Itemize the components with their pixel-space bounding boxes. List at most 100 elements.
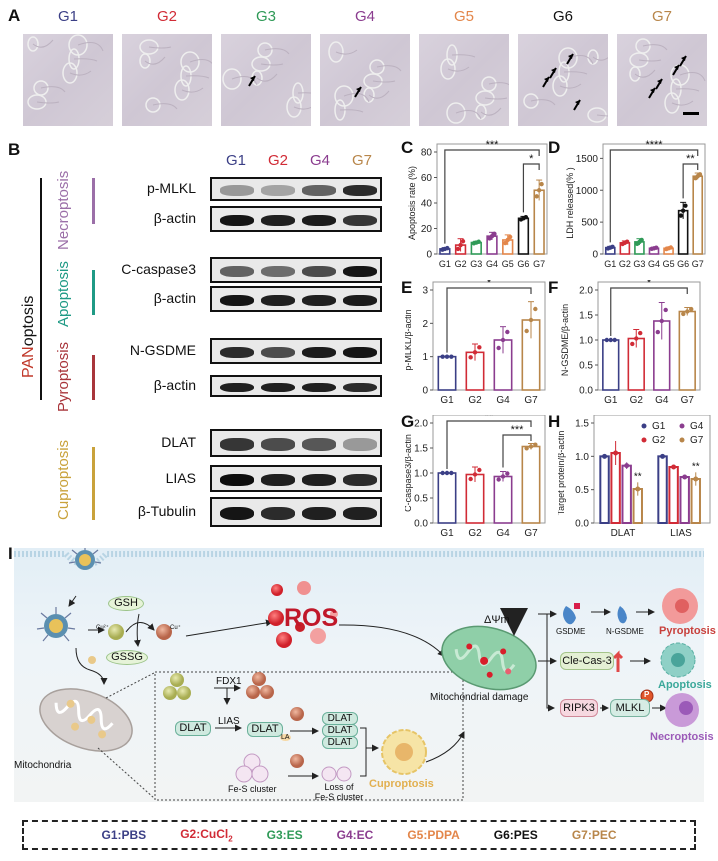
- data-point: [693, 476, 699, 482]
- blot-band: [220, 438, 254, 451]
- micrograph-g6: [518, 34, 608, 126]
- blot-band: [302, 382, 336, 393]
- micrograph-label-g5: G5: [453, 8, 474, 25]
- micrograph-g7: [617, 34, 707, 126]
- blot-strip: [210, 257, 382, 283]
- panel-label-c: C: [401, 138, 414, 157]
- data-point: [477, 467, 482, 473]
- blot-band: [220, 294, 254, 307]
- blot-band: [302, 265, 336, 278]
- legend-item-g2: G2:CuCl2: [180, 827, 232, 843]
- blot-band: [302, 346, 336, 359]
- y-tick-label: 80: [421, 148, 433, 159]
- data-point: [634, 336, 639, 341]
- pathway-label-apoptosis: Apoptosis: [55, 261, 72, 327]
- significance-mark: **: [692, 461, 700, 472]
- x-tick-label: G3: [633, 259, 645, 269]
- blot-band: [261, 185, 295, 196]
- necroptosis-cell-icon: [665, 693, 699, 727]
- y-tick-label: 1500: [576, 154, 599, 165]
- x-tick-label: G1: [440, 528, 454, 539]
- lias-label: LIAS: [218, 716, 240, 727]
- data-point: [449, 470, 454, 476]
- blot-band: [343, 265, 377, 278]
- blot-label: β-actin: [153, 377, 196, 393]
- blot-band: [261, 506, 295, 520]
- data-point: [668, 245, 674, 250]
- data-point: [468, 355, 473, 360]
- x-tick-label: G1: [439, 259, 451, 269]
- significance-bracket: [446, 287, 532, 353]
- data-point: [654, 245, 659, 250]
- blot-band: [220, 214, 254, 227]
- data-point: [610, 244, 615, 250]
- fe-s-cluster-icon: [235, 753, 269, 783]
- x-tick-label: G1: [440, 395, 454, 406]
- blot-band: [261, 346, 295, 359]
- data-point: [440, 470, 445, 476]
- y-tick-label: 1.5: [575, 419, 589, 430]
- data-point: [524, 328, 529, 334]
- x-tick-label: G2: [468, 395, 482, 406]
- x-tick-label: G7: [524, 528, 538, 539]
- blot-strip: [210, 375, 382, 397]
- panel-label-e: E: [401, 278, 413, 297]
- data-point: [638, 330, 643, 336]
- blot-label: DLAT: [161, 434, 196, 450]
- data-point: [496, 477, 501, 482]
- cu1-text: Cu⁺: [170, 625, 181, 631]
- data-point: [639, 237, 644, 243]
- legend-marker-g2: [641, 437, 647, 443]
- significance-label: *: [529, 153, 534, 165]
- x-tick-label: G2: [630, 395, 644, 406]
- loss-fe-s-cluster-icon: [321, 766, 352, 782]
- blot-band: [220, 382, 254, 393]
- x-tick-label: G1: [604, 395, 618, 406]
- data-point: [683, 203, 688, 208]
- micrograph-label-g4: G4: [354, 8, 375, 25]
- y-tick-label: 0.5: [414, 494, 428, 505]
- panel-label-d: D: [548, 138, 561, 157]
- cuproptosis-label: Cuproptosis: [369, 778, 434, 790]
- blot-band: [220, 265, 254, 278]
- micrograph-g3: [221, 34, 311, 126]
- significance-bracket: [522, 163, 540, 213]
- y-tick-label: 500: [581, 218, 598, 229]
- data-point: [602, 453, 608, 459]
- gsdme-label: GSDME: [556, 627, 586, 636]
- data-point: [523, 214, 529, 220]
- x-tick-label: G4: [486, 259, 498, 269]
- plot-frame: [432, 281, 546, 391]
- blot-band: [261, 438, 295, 451]
- mitochondria-label: Mitochondria: [14, 760, 72, 771]
- lane-label-g4: G4: [309, 152, 330, 169]
- significance-label: *: [487, 280, 492, 289]
- n-gsdme-label: N-GSDME: [606, 627, 644, 636]
- pathway-label-pyroptosis: Pyroptosis: [55, 341, 72, 412]
- x-tick-label: G4: [496, 528, 510, 539]
- y-axis-label: LDH released(% ): [565, 167, 575, 239]
- y-tick-label: 0: [426, 250, 432, 261]
- blot-strip: [210, 338, 382, 364]
- bar-g4: [493, 475, 513, 524]
- pathway-label-cuproptosis: Cuproptosis: [55, 439, 72, 520]
- dlat-aggregate-3: DLAT: [322, 736, 358, 749]
- up-arrow-icon: [612, 650, 624, 672]
- significance-bracket: [502, 434, 532, 468]
- gssg-label: GSSG: [106, 650, 148, 665]
- blot-band: [343, 506, 377, 520]
- data-point: [659, 318, 664, 324]
- data-point: [505, 237, 510, 243]
- legend-text: G6:PES: [493, 828, 538, 842]
- bar-lias-g2: [668, 466, 679, 524]
- y-axis-label: Target protein/β-actin: [558, 431, 566, 516]
- arrow-icon: [354, 86, 362, 98]
- data-point: [444, 470, 450, 476]
- apoptosis-cell-icon: [660, 642, 696, 678]
- blot-strip: [210, 286, 382, 312]
- arrow-icon: [648, 87, 656, 99]
- legend-item-g7: G7:PEC: [572, 828, 617, 842]
